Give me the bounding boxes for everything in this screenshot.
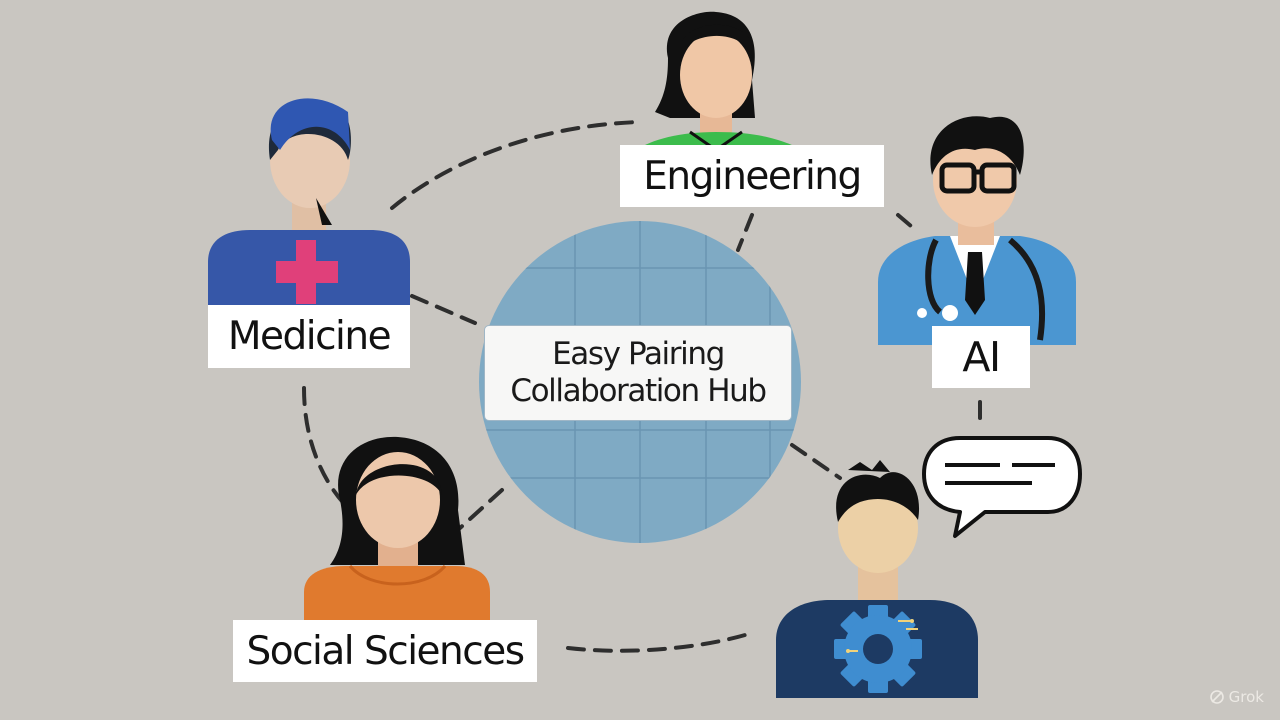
hub-title-line1: Easy Pairing [552,335,725,372]
social-sciences-person [304,436,490,620]
hub-title-line2: Collaboration Hub [510,373,767,409]
engineering-label: Engineering [620,145,884,207]
gear-person [776,460,978,698]
gear-icon [834,605,922,693]
connector-medicine-hub [410,294,477,325]
connector-engineering-hub [736,213,754,252]
medicine-person [208,98,410,305]
connector-hub-social [458,488,504,530]
hub-label: Easy Pairing Collaboration Hub [484,325,792,421]
ai-person [878,116,1076,345]
grok-logo-icon [1209,690,1224,704]
connector-social-gear [566,633,747,653]
connector-engineering-ai [896,213,920,234]
speech-bubble-icon [922,436,1082,538]
ai-label: AI [932,326,1030,388]
social-sciences-label: Social Sciences [233,620,537,682]
medicine-label: Medicine [208,305,410,368]
connector-hub-gear [790,443,842,480]
watermark-text: Grok [1228,688,1264,706]
connector-medicine-engineering [390,120,642,210]
watermark: Grok [1209,688,1264,706]
